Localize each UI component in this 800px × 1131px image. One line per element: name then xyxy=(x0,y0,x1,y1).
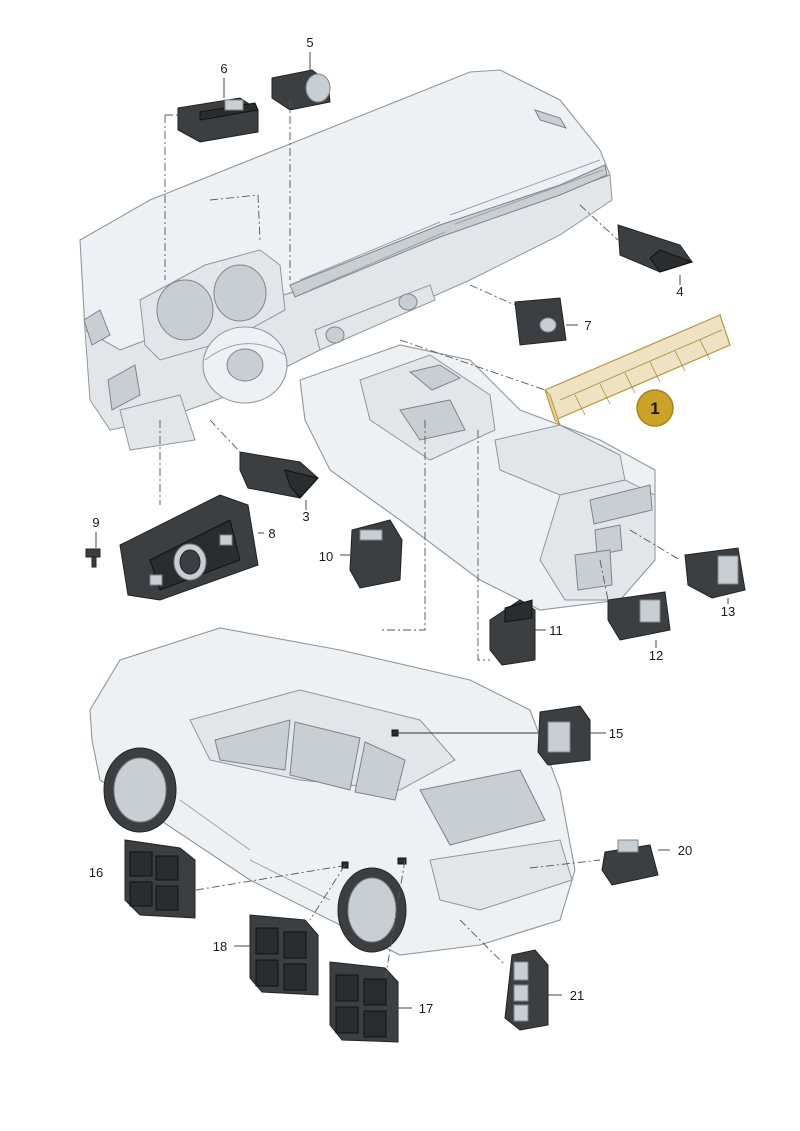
assembly-lines xyxy=(159,100,681,981)
callout-13-label: 13 xyxy=(721,604,735,619)
part-7-switch[interactable] xyxy=(514,297,567,346)
part-10-switch[interactable] xyxy=(349,519,403,589)
center-console xyxy=(299,344,656,611)
callout-15-label: 15 xyxy=(609,726,623,741)
part-11-switch[interactable] xyxy=(489,599,536,666)
callout-7-label: 7 xyxy=(584,318,591,333)
callout-18-label: 18 xyxy=(213,939,227,954)
dashboard xyxy=(79,69,613,451)
part-4-switch[interactable] xyxy=(617,224,694,273)
dash-vents xyxy=(299,159,604,291)
part-13-switch[interactable] xyxy=(684,547,746,599)
part-18-window-switch[interactable] xyxy=(249,914,319,996)
part-15-switch[interactable] xyxy=(537,705,591,766)
callout-12-label: 12 xyxy=(649,648,663,663)
callout-17-label: 17 xyxy=(419,1001,433,1016)
callout-16-label: 16 xyxy=(89,865,103,880)
callout-badge-1: 1 xyxy=(636,389,674,427)
callout-6-label: 6 xyxy=(220,61,227,76)
part-16-window-switch[interactable] xyxy=(124,839,196,919)
callout-10-label: 10 xyxy=(319,549,333,564)
part-17-window-switch[interactable] xyxy=(329,961,399,1043)
part-6-switch[interactable] xyxy=(177,97,259,143)
part-9-screw[interactable] xyxy=(85,548,101,568)
part-1-switch-panel[interactable] xyxy=(544,314,731,426)
part-3-switch[interactable] xyxy=(239,451,319,499)
suv-body xyxy=(89,627,576,956)
callout-1-label: 1 xyxy=(650,399,659,418)
part-21-switch[interactable] xyxy=(504,949,549,1031)
part-12-switch[interactable] xyxy=(607,591,671,641)
part-8-light-switch[interactable] xyxy=(119,494,259,601)
callout-8-label: 8 xyxy=(268,526,275,541)
callout-21-label: 21 xyxy=(570,988,584,1003)
callout-5-label: 5 xyxy=(306,35,313,50)
callout-9-label: 9 xyxy=(92,515,99,530)
callout-20-label: 20 xyxy=(678,843,692,858)
callout-3-label: 3 xyxy=(302,509,309,524)
part-5-start-button[interactable] xyxy=(271,69,331,111)
callout-11-label: 11 xyxy=(549,623,563,638)
callout-4-label: 4 xyxy=(676,284,683,299)
part-20-switch[interactable] xyxy=(601,839,659,886)
